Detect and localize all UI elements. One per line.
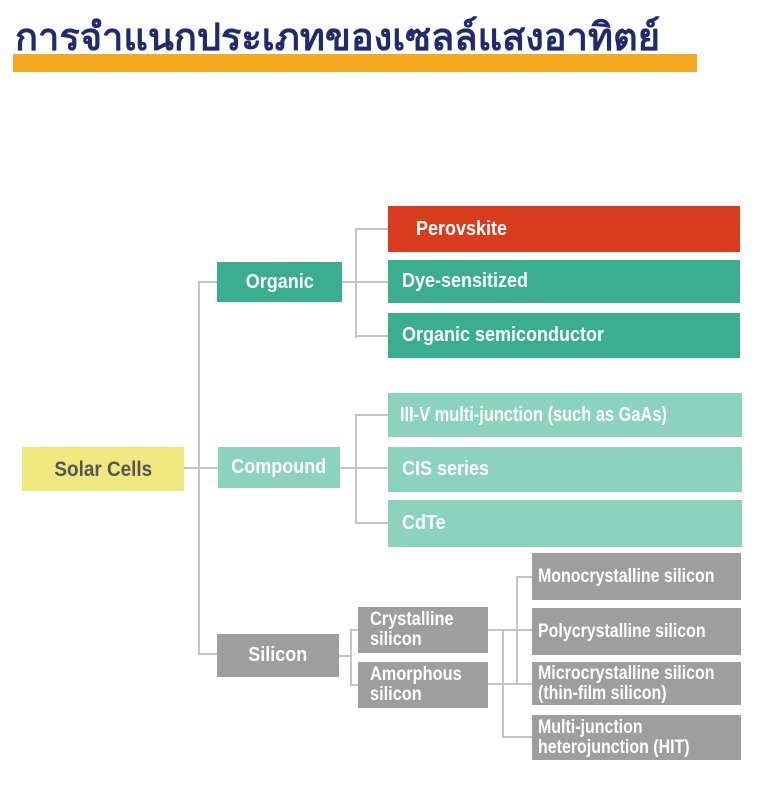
node-dye-sensitized: Dye-sensitized bbox=[388, 260, 740, 303]
connector-silicon-bracket-vertical bbox=[350, 629, 352, 686]
node-solar-cells-label: Solar Cells bbox=[54, 457, 152, 481]
node-amorphous-silicon-label: Amorphous silicon bbox=[370, 664, 462, 705]
connector-mono-stub bbox=[516, 576, 532, 578]
connector-perovskite-stub bbox=[355, 228, 388, 230]
title-highlight-bar bbox=[13, 54, 697, 72]
connector-compound-children-vertical bbox=[355, 414, 357, 524]
connector-organic-children-vertical bbox=[355, 228, 357, 338]
connector-amorphous-micro bbox=[488, 683, 532, 685]
node-compound: Compound bbox=[218, 447, 340, 488]
connector-hit-stub bbox=[502, 736, 532, 738]
node-organic-semiconductor: Organic semiconductor bbox=[388, 313, 740, 358]
connector-silicon-right bbox=[339, 655, 352, 657]
node-perovskite: Perovskite bbox=[388, 206, 740, 252]
node-organic-label: Organic bbox=[245, 270, 314, 293]
node-silicon-label: Silicon bbox=[248, 644, 308, 666]
node-organic: Organic bbox=[217, 262, 342, 302]
node-dye-sensitized-label: Dye-sensitized bbox=[402, 270, 529, 292]
node-compound-label: Compound bbox=[231, 456, 327, 478]
connector-leaf-vertical-a bbox=[502, 629, 504, 738]
node-organic-semiconductor-label: Organic semiconductor bbox=[402, 324, 605, 346]
connector-leaf-vertical-b bbox=[516, 576, 518, 685]
connector-crystalline-stub bbox=[350, 629, 358, 631]
connector-iiiv-stub bbox=[355, 414, 388, 416]
connector-cdte-stub bbox=[355, 522, 388, 524]
connector-organic-semiconductor-stub bbox=[355, 335, 388, 337]
connector-organic-right bbox=[342, 281, 388, 283]
node-iiiv-multijunction: III-V multi-junction (such as GaAs) bbox=[388, 393, 742, 437]
node-multijunction-hit-label: Multi-junction heterojunction (HIT) bbox=[538, 716, 690, 758]
connector-compound-right bbox=[340, 467, 388, 469]
node-cdte: CdTe bbox=[388, 500, 742, 547]
page-title-block: การจำแนกประเภทของเซลล์แสงอาทิตย์ bbox=[13, 15, 733, 80]
node-perovskite-label: Perovskite bbox=[416, 217, 508, 240]
connector-amorphous-stub bbox=[350, 684, 358, 686]
node-cis-series-label: CIS series bbox=[402, 458, 490, 480]
connector-crystalline-poly bbox=[488, 629, 532, 631]
node-crystalline-silicon-label: Crystalline silicon bbox=[370, 609, 454, 650]
connector-organic-left bbox=[198, 281, 217, 283]
node-cdte-label: CdTe bbox=[402, 512, 446, 534]
node-monocrystalline-silicon-label: Monocrystalline silicon bbox=[538, 565, 715, 587]
node-microcrystalline-silicon-label: Microcrystalline silicon (thin-film sili… bbox=[538, 662, 715, 704]
node-solar-cells: Solar Cells bbox=[22, 447, 184, 491]
node-crystalline-silicon: Crystalline silicon bbox=[358, 607, 488, 653]
node-iiiv-multijunction-label: III-V multi-junction (such as GaAs) bbox=[400, 403, 667, 426]
node-monocrystalline-silicon: Monocrystalline silicon bbox=[532, 553, 741, 600]
node-amorphous-silicon: Amorphous silicon bbox=[358, 662, 488, 708]
node-polycrystalline-silicon-label: Polycrystalline silicon bbox=[538, 620, 706, 642]
node-microcrystalline-silicon: Microcrystalline silicon (thin-film sili… bbox=[532, 662, 741, 705]
node-cis-series: CIS series bbox=[388, 447, 742, 492]
page-title: การจำแนกประเภทของเซลล์แสงอาทิตย์ bbox=[15, 15, 660, 59]
node-silicon: Silicon bbox=[217, 634, 339, 677]
connector-silicon-elbow bbox=[198, 653, 217, 655]
connector-root-compound bbox=[184, 467, 218, 469]
node-polycrystalline-silicon: Polycrystalline silicon bbox=[532, 608, 741, 655]
node-multijunction-hit: Multi-junction heterojunction (HIT) bbox=[532, 715, 741, 760]
